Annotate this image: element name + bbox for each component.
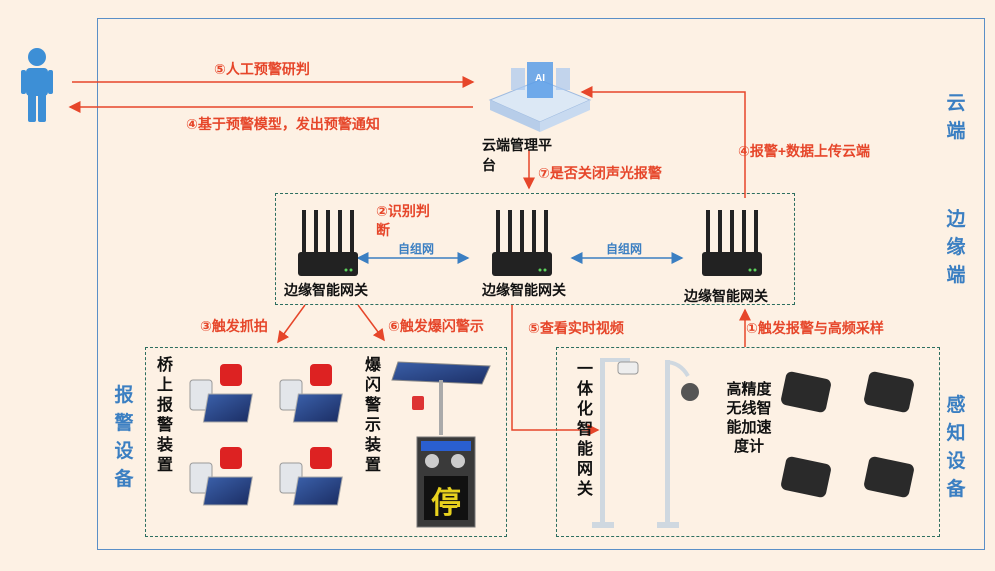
layer-edge-label: 边缘端 — [946, 209, 966, 286]
layer-sense-label: 感知设备 — [946, 395, 966, 500]
gateway-label: 边缘智能网关 — [684, 288, 768, 304]
self-network-label: 自组网 — [606, 242, 643, 256]
router-icon — [298, 210, 358, 276]
step-manual-judge: ⑤人工预警研判 — [214, 61, 310, 77]
person-icon — [21, 48, 53, 122]
ai-badge: AI — [535, 73, 545, 84]
accelerometer-label: 高精度无线智能加速度计 — [726, 381, 772, 455]
step-identify-1: ②识别判 — [376, 203, 430, 219]
gateway-label: 边缘智能网关 — [482, 282, 566, 298]
step-capture: ③触发抓拍 — [200, 318, 268, 334]
cloud-platform-label-1: 云端管理平 — [482, 137, 552, 153]
step-close-alarm: ⑦是否关闭声光报警 — [538, 165, 662, 181]
accelerometer-icon — [864, 456, 914, 498]
layer-cloud-label: 云端 — [946, 93, 966, 142]
step-view-video: ⑤查看实时视频 — [528, 320, 624, 336]
step-send-notice: ④基于预警模型，发出预警通知 — [186, 116, 380, 132]
accelerometer-icon — [864, 371, 914, 413]
bridge-alarm-label: 桥上报警装置 — [156, 357, 173, 474]
flash-alarm-label: 爆闪警示装置 — [364, 357, 381, 474]
flash-alarm-pole-icon — [391, 361, 491, 528]
step-flash: ⑥触发爆闪警示 — [388, 318, 484, 334]
cloud-platform-icon — [488, 62, 592, 132]
solar-alarm-icon — [189, 447, 253, 506]
router-icon — [492, 210, 552, 276]
router-icon — [702, 210, 762, 276]
step-trigger-sample: ①触发报警与高频采样 — [746, 320, 884, 336]
solar-alarm-icon — [279, 364, 343, 423]
accelerometer-icon — [781, 371, 831, 413]
self-network-label: 自组网 — [398, 242, 435, 256]
camera-gateway-label: 一体化智能网关 — [576, 361, 593, 498]
solar-alarm-icon — [189, 364, 253, 423]
stop-sign-text: 停 — [431, 487, 461, 520]
layer-alarm-label: 报警设备 — [114, 385, 134, 490]
alarm-box — [145, 347, 507, 537]
solar-alarm-icon — [279, 447, 343, 506]
cloud-platform-label-2: 台 — [482, 157, 496, 173]
gateway-label: 边缘智能网关 — [284, 282, 368, 298]
sense-box — [556, 347, 940, 537]
outer-frame — [97, 18, 985, 550]
step-upload: ④报警+数据上传云端 — [738, 143, 871, 159]
edge-box — [275, 193, 795, 305]
camera-pole-icon — [592, 358, 699, 528]
accelerometer-icon — [781, 456, 831, 498]
step-identify-2: 断 — [376, 222, 390, 238]
